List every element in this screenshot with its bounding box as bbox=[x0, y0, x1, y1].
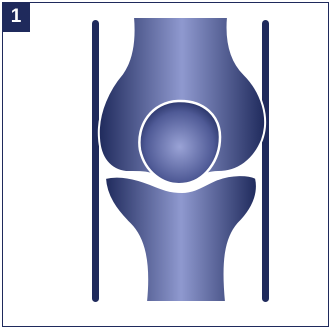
tibia-bone bbox=[105, 175, 257, 302]
patella bbox=[139, 101, 220, 184]
right-bar bbox=[262, 20, 269, 302]
left-bar bbox=[92, 20, 99, 302]
